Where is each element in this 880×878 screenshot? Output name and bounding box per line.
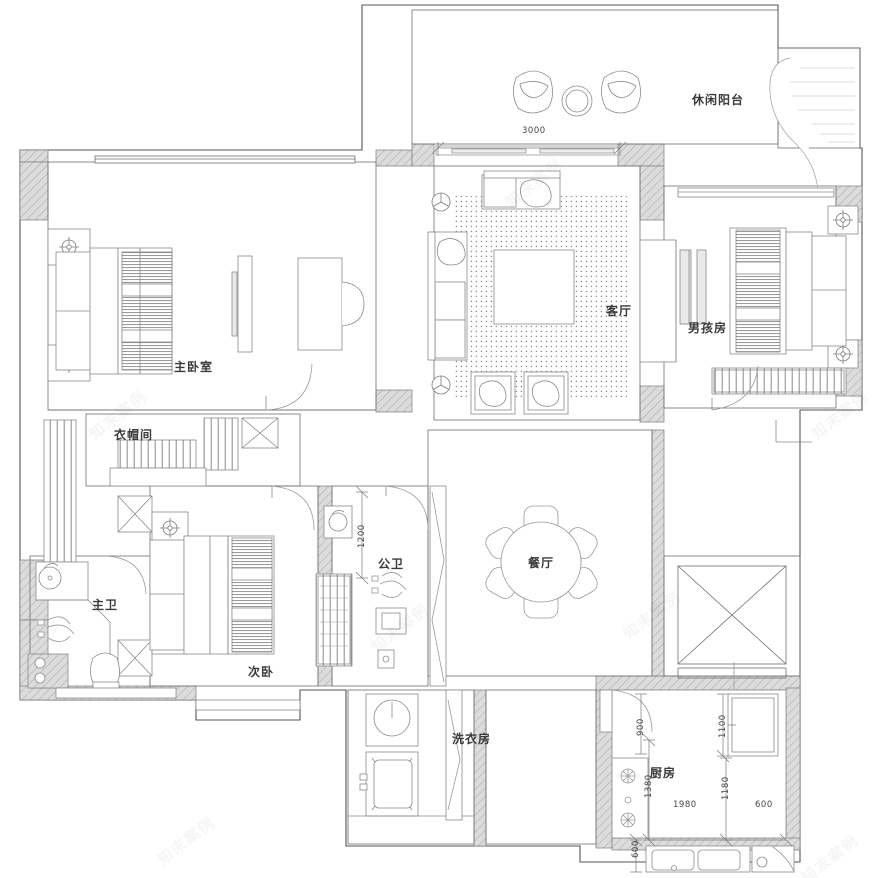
dimension-kitchen-door: 900 — [636, 718, 646, 736]
room-label-kitchen: 厨房 — [650, 766, 677, 780]
dimension-kitchen-window: 1100 — [718, 714, 728, 738]
dimension-balcony-width: 3000 — [522, 126, 546, 136]
room-label-balcony: 休闲阳台 — [692, 93, 745, 107]
dimension-kitchen-left: 1380 — [644, 774, 654, 798]
room-label-living: 客厅 — [606, 304, 633, 318]
room-label-second-bed: 次卧 — [248, 665, 275, 679]
dimension-bath-depth: 1200 — [357, 524, 367, 548]
dimension-counter-low: 600 — [631, 840, 641, 858]
room-label-master-bath: 主卫 — [92, 598, 119, 612]
dimension-kitchen-mid: 1180 — [721, 776, 731, 800]
room-label-boys-room: 男孩房 — [688, 321, 728, 335]
room-label-cloakroom: 衣帽间 — [114, 428, 154, 442]
dimension-kitchen-bottom: 1980 — [673, 800, 697, 810]
room-label-public-bath: 公卫 — [378, 557, 405, 571]
room-label-master-bed: 主卧室 — [174, 360, 214, 374]
room-label-laundry: 洗衣房 — [452, 732, 492, 746]
room-label-dining: 餐厅 — [528, 556, 555, 570]
dimension-counter-right: 600 — [755, 800, 773, 810]
